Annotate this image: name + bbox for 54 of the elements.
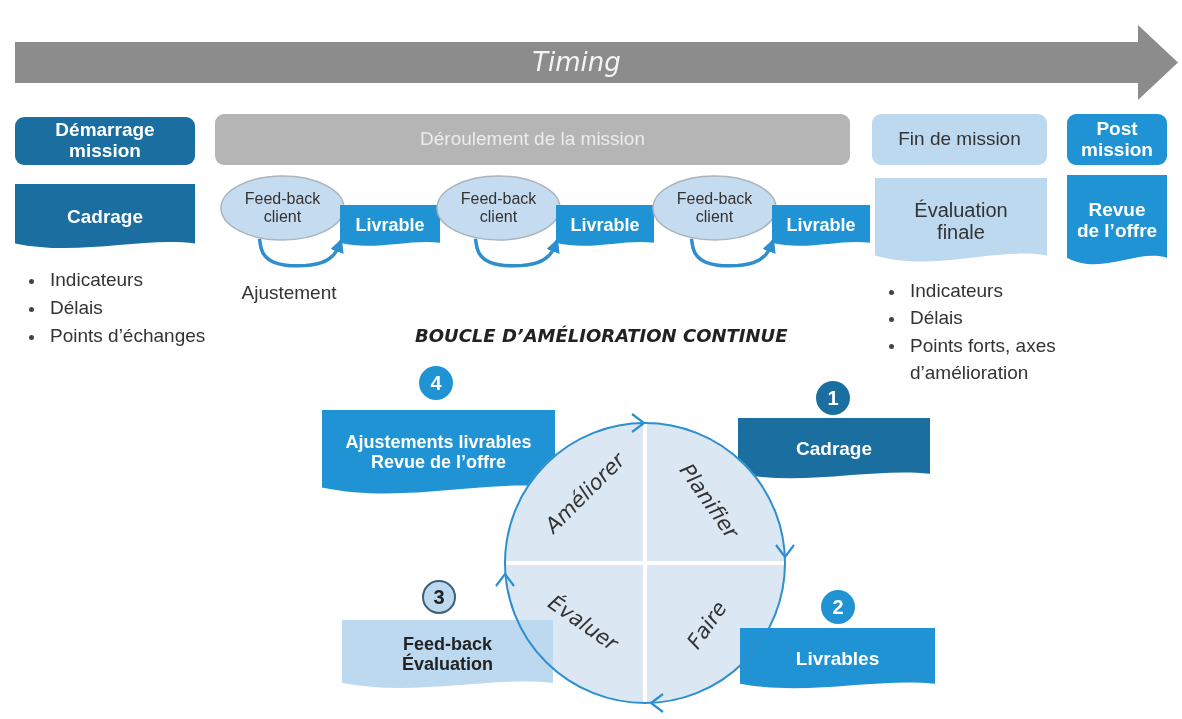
box-label: Revue de l’offre bbox=[1075, 200, 1159, 242]
phase-box bbox=[15, 117, 195, 165]
edge-label: Ajustement bbox=[241, 281, 337, 305]
box-label: Timing bbox=[532, 48, 621, 77]
curved-arrow bbox=[689, 238, 776, 268]
phase-box bbox=[1067, 114, 1167, 165]
phase-box bbox=[872, 114, 1047, 165]
quadrant bbox=[647, 423, 785, 561]
phase-box bbox=[875, 178, 1047, 264]
bullet-item: Points forts, axes d’amélioration bbox=[910, 334, 1057, 385]
feedback-ellipse bbox=[436, 175, 561, 241]
bullet-item: Délais bbox=[50, 296, 103, 320]
box-label: Cadrage bbox=[796, 438, 872, 460]
bullet-item: Indicateurs bbox=[50, 268, 143, 292]
box-label: Feed-back client bbox=[675, 190, 754, 226]
box-label: Démarrage mission bbox=[54, 120, 156, 162]
step-number-badge bbox=[422, 580, 456, 614]
box-label: Feed-back Évaluation bbox=[401, 635, 494, 675]
timing-arrow bbox=[15, 25, 1178, 100]
step-number: 4 bbox=[430, 372, 442, 394]
bullet-item: Indicateurs bbox=[910, 279, 1003, 303]
curved-arrow bbox=[257, 238, 344, 268]
box-label: Livrables bbox=[795, 648, 880, 670]
box-label: Feed-back client bbox=[243, 190, 322, 226]
feedback-ellipse bbox=[220, 175, 345, 241]
box-label: Livrable bbox=[570, 216, 640, 236]
step-box bbox=[738, 418, 930, 480]
curved-arrow bbox=[473, 238, 560, 268]
box-label: Livrable bbox=[355, 216, 425, 236]
phase-box bbox=[215, 114, 850, 165]
bullet-item: Points d’échanges bbox=[50, 324, 206, 348]
box-label: Ajustements livrables Revue de l’offre bbox=[344, 433, 533, 473]
deliverable-box bbox=[340, 205, 440, 247]
box-label: Feed-back client bbox=[459, 190, 538, 226]
phase-box bbox=[1067, 175, 1167, 267]
deliverable-box bbox=[556, 205, 654, 247]
box-label: Évaluation finale bbox=[913, 199, 1009, 243]
box-label: Fin de mission bbox=[898, 129, 1021, 150]
step-box bbox=[740, 628, 935, 690]
quadrant bbox=[647, 565, 785, 703]
box-label: Cadrage bbox=[67, 206, 143, 228]
step-number-badge bbox=[816, 381, 850, 415]
section-title: BOUCLE D’AMÉLIORATION CONTINUE bbox=[415, 324, 788, 348]
box-label: Livrable bbox=[786, 216, 856, 236]
step-number-badge bbox=[821, 590, 855, 624]
step-number: 1 bbox=[827, 387, 839, 409]
deliverable-box bbox=[772, 205, 870, 247]
step-number: 2 bbox=[832, 596, 844, 618]
feedback-ellipse bbox=[652, 175, 777, 241]
bullet-item: Délais bbox=[910, 306, 963, 330]
step-number-badge bbox=[419, 366, 453, 400]
box-label: Post mission bbox=[1080, 118, 1154, 161]
phase-box bbox=[15, 184, 195, 250]
step-number: 3 bbox=[433, 586, 445, 608]
